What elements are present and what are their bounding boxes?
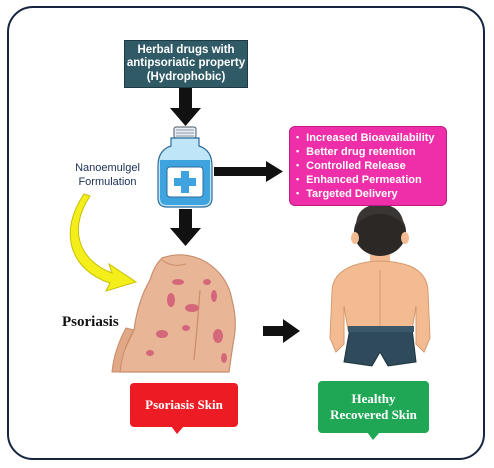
healthy-man-illustration	[329, 204, 431, 367]
healthy-skin-callout: Healthy Recovered Skin	[318, 381, 429, 433]
arrow-right-benefits	[214, 161, 283, 182]
psoriasis-back-illustration	[111, 254, 236, 373]
benefit-item: Enhanced Permeation	[296, 173, 442, 187]
curved-arrow-icon	[69, 193, 138, 292]
psoriasis-skin-text: Psoriasis Skin	[145, 397, 223, 412]
benefit-item: Controlled Release	[296, 159, 442, 173]
psoriasis-skin-callout: Psoriasis Skin	[130, 383, 238, 427]
benefit-item: Targeted Delivery	[296, 187, 442, 201]
benefits-list: Increased Bioavailability Better drug re…	[296, 131, 442, 201]
nanoemulgel-line1: Nanoemulgel	[75, 162, 140, 174]
psoriasis-label: Psoriasis	[62, 314, 119, 330]
benefit-item: Increased Bioavailability	[296, 131, 442, 145]
herbal-drugs-line2: antipsoriatic property	[126, 57, 246, 70]
arrow-right-recovery	[263, 319, 300, 343]
healthy-skin-line2: Recovered Skin	[330, 407, 417, 422]
nanoemulgel-label: Nanoemulgel Formulation	[60, 161, 155, 189]
bottle-icon	[157, 126, 213, 208]
benefits-box: Increased Bioavailability Better drug re…	[289, 126, 447, 206]
healthy-callout-tail	[367, 432, 380, 440]
herbal-drugs-line1: Herbal drugs with	[137, 43, 235, 56]
herbal-drugs-box: Herbal drugs with antipsoriatic property…	[124, 40, 248, 88]
healthy-skin-line1: Healthy	[351, 391, 396, 406]
nanoemulgel-line2: Formulation	[78, 176, 137, 188]
arrow-down-bottom	[170, 209, 201, 246]
benefit-item: Better drug retention	[296, 145, 442, 159]
herbal-drugs-line3: (Hydrophobic)	[146, 70, 226, 83]
arrow-down-top	[170, 88, 201, 126]
psoriasis-callout-tail	[171, 426, 184, 434]
